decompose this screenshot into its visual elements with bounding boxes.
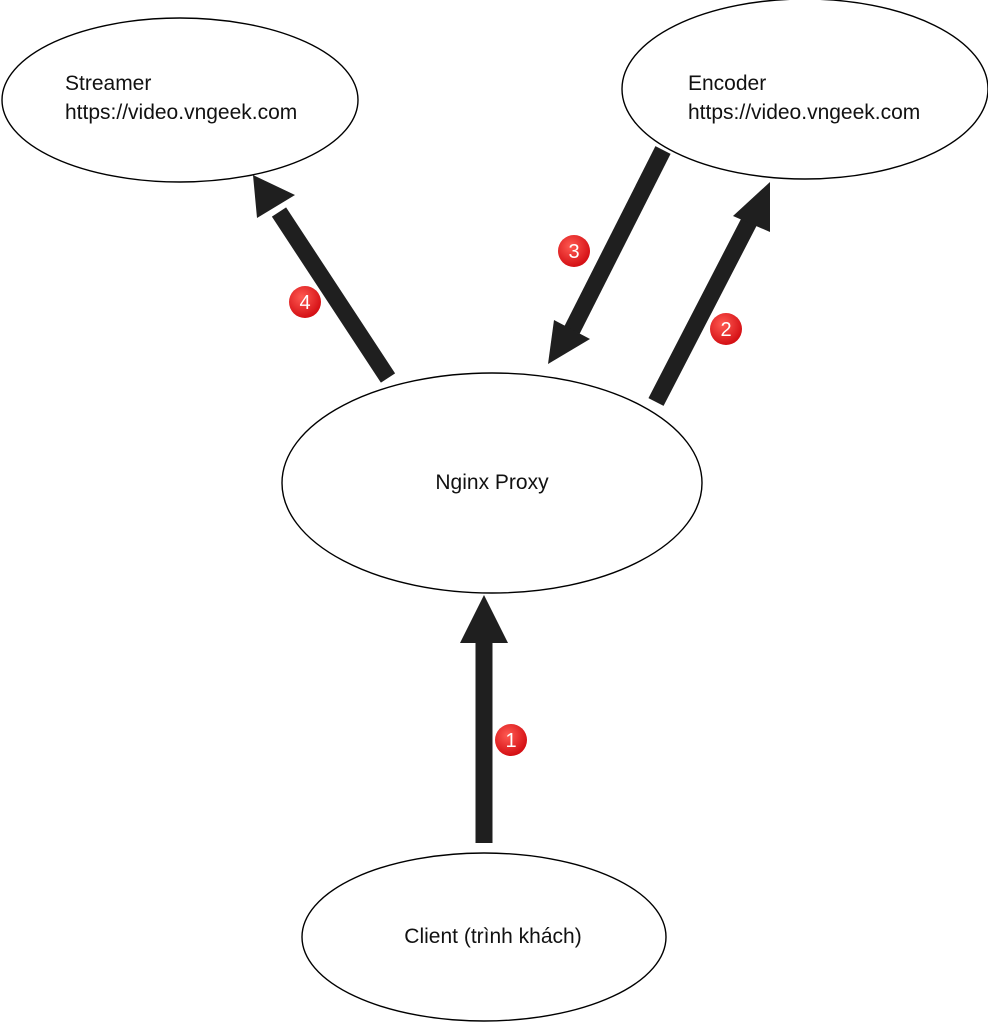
step-badge-2: 2 xyxy=(710,313,742,345)
step-badge-1: 1 xyxy=(495,724,527,756)
badge-2-number: 2 xyxy=(720,319,731,341)
arrow-2-shaft xyxy=(648,218,757,406)
step-badge-3: 3 xyxy=(558,235,590,267)
arrow-step-3 xyxy=(548,146,671,364)
arrow-2-head xyxy=(733,182,770,232)
badge-3-number: 3 xyxy=(568,241,579,263)
encoder-label: Encoder xyxy=(688,72,766,95)
encoder-url: https://video.vngeek.com xyxy=(688,101,920,124)
badge-4-circle xyxy=(289,286,321,318)
step-badge-4: 4 xyxy=(289,286,321,318)
arrow-3-shaft xyxy=(564,146,671,334)
client-ellipse xyxy=(301,852,667,1022)
arrow-4-shaft xyxy=(271,207,396,383)
arrow-step-2 xyxy=(648,182,770,406)
streamer-label: Streamer xyxy=(65,72,151,95)
proxy-label: Nginx Proxy xyxy=(435,471,549,494)
arrow-3-head xyxy=(548,320,590,364)
arrow-1-head xyxy=(460,595,508,643)
badge-1-circle xyxy=(495,724,527,756)
streamer-url: https://video.vngeek.com xyxy=(65,101,297,124)
encoder-ellipse xyxy=(621,0,988,180)
badge-3-circle xyxy=(558,235,590,267)
node-streamer: Streamer https://video.vngeek.com xyxy=(1,17,359,183)
node-nginx-proxy: Nginx Proxy xyxy=(281,372,703,594)
proxy-ellipse xyxy=(281,372,703,594)
node-encoder: Encoder https://video.vngeek.com xyxy=(621,0,988,180)
arrow-4-head xyxy=(253,175,295,218)
streamer-ellipse xyxy=(1,17,359,183)
node-client: Client (trình khách) xyxy=(301,852,667,1022)
client-label: Client (trình khách) xyxy=(404,925,581,948)
badge-4-number: 4 xyxy=(299,292,310,314)
arrow-step-1 xyxy=(460,595,508,843)
arrow-step-4 xyxy=(253,175,396,383)
badge-2-circle xyxy=(710,313,742,345)
badge-1-number: 1 xyxy=(505,730,516,752)
